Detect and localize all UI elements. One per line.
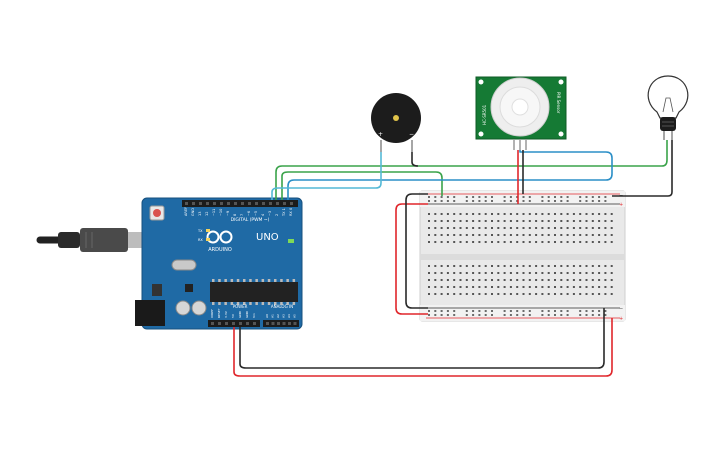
piezo-buzzer[interactable]: + − [371, 93, 421, 152]
wire-cyan-buzzer[interactable] [271, 152, 382, 200]
header-pin-label: 8 [233, 214, 237, 216]
analog-pin[interactable] [282, 322, 286, 325]
power-pin[interactable] [211, 322, 214, 325]
rail-minus-label-bottom: − [619, 306, 623, 312]
analog-pin-label: A3 [282, 314, 286, 318]
breadboard[interactable]: + − + − [419, 190, 626, 322]
wire-blue-pir[interactable] [287, 150, 613, 200]
wire-red-power[interactable] [233, 318, 613, 377]
power-pin[interactable] [239, 322, 242, 325]
header-pin[interactable] [199, 202, 202, 205]
wire-green-breadboard[interactable] [281, 171, 443, 200]
wire-green-lamp[interactable] [275, 140, 668, 200]
rx-led-label: RX [198, 238, 203, 242]
rail-plus-label-bottom: + [619, 316, 623, 322]
header-pin-label: 13 [198, 212, 202, 216]
digital-header[interactable] [182, 200, 298, 207]
header-pin[interactable] [283, 202, 286, 205]
analog-label: ANALOG IN [271, 304, 293, 309]
header-pin-label: ~9 [226, 211, 230, 216]
tx-led-label: TX [197, 229, 203, 233]
header-pin[interactable] [255, 202, 258, 205]
wire-black-power[interactable] [239, 308, 605, 369]
power-pin-label: GND [238, 310, 242, 318]
buzzer-minus-label: − [409, 131, 414, 138]
wire-black-rail-left[interactable] [405, 193, 428, 309]
analog-pin[interactable] [277, 322, 280, 325]
pir-motion-sensor[interactable]: HC-SR501 PIR Sensor [475, 76, 567, 150]
header-pin[interactable] [276, 202, 279, 205]
header-pin[interactable] [227, 202, 230, 205]
analog-pin-label: A2 [276, 314, 280, 318]
power-pin[interactable] [218, 322, 221, 325]
header-pin-label: ~5 [254, 211, 258, 216]
analog-pin[interactable] [271, 322, 275, 325]
power-pin-label: 5V [231, 313, 235, 318]
header-pin-label: RX 0 [289, 208, 293, 216]
power-pin[interactable] [225, 322, 228, 325]
power-pin-label: IOREF [210, 309, 214, 318]
light-bulb[interactable] [647, 75, 689, 140]
header-pin[interactable] [206, 202, 209, 205]
rail-plus-label: + [619, 202, 623, 208]
model-label: UNO [256, 232, 279, 243]
analog-pin[interactable] [266, 322, 269, 325]
header-pin[interactable] [269, 202, 272, 205]
analog-pin-label: A4 [287, 314, 291, 318]
header-pin-label: GND [191, 208, 195, 216]
power-pin[interactable] [232, 322, 235, 325]
analog-pin[interactable] [293, 322, 297, 325]
arduino-logo [206, 230, 233, 244]
pir-side-label-left: HC-SR501 [482, 104, 487, 125]
header-pin-label: 12 [205, 212, 209, 216]
power-pin-label: RESET [217, 308, 221, 318]
wire-black-lamp[interactable] [612, 140, 673, 197]
power-jack [135, 300, 165, 326]
header-pin[interactable] [220, 202, 223, 205]
brand-label: ARDUINO [208, 247, 232, 253]
buzzer-plus-label: + [378, 131, 383, 138]
header-pin[interactable] [248, 202, 251, 205]
pir-side-label-right: PIR Sensor [556, 92, 561, 114]
usb-cable [36, 228, 142, 252]
analog-header[interactable] [263, 320, 299, 327]
header-pin-label: ~6 [247, 211, 251, 216]
analog-pin-label: A1 [271, 314, 275, 318]
power-pin-label: Vin [252, 313, 256, 318]
header-pin[interactable] [185, 202, 188, 205]
header-pin[interactable] [262, 202, 265, 205]
header-pin-label: AREF [184, 207, 188, 216]
analog-pin-label: A5 [293, 314, 297, 318]
header-pin[interactable] [213, 202, 216, 205]
wires [233, 140, 673, 377]
header-pin-label: 7 [240, 214, 244, 216]
header-pin[interactable] [290, 202, 293, 205]
power-pin-label: 3.3V [224, 310, 228, 318]
header-pin[interactable] [241, 202, 244, 205]
wire-black-buzzer[interactable] [411, 152, 419, 167]
capacitor [191, 300, 207, 316]
header-pin-label: ~11 [212, 209, 216, 216]
atmega-chip [210, 282, 298, 302]
crystal-oscillator [171, 259, 197, 271]
header-pin-label: ~3 [268, 211, 272, 216]
power-pin[interactable] [253, 322, 256, 325]
header-pin[interactable] [192, 202, 195, 205]
power-pin[interactable] [246, 322, 249, 325]
wire-red-rail-left[interactable] [395, 203, 428, 315]
capacitor [175, 300, 191, 316]
header-pin-label: TX 1 [282, 208, 286, 217]
header-pin-label: ~10 [219, 209, 223, 216]
header-pin-label: 4 [261, 213, 265, 216]
header-pin-label: 2 [275, 214, 279, 216]
power-label: POWER [233, 304, 248, 309]
analog-pin[interactable] [288, 322, 291, 325]
header-pin[interactable] [234, 202, 237, 205]
analog-pin-label: A0 [265, 314, 269, 318]
digital-label: DIGITAL (PWM ~) [231, 217, 270, 223]
power-pin-label: GND [245, 310, 249, 318]
